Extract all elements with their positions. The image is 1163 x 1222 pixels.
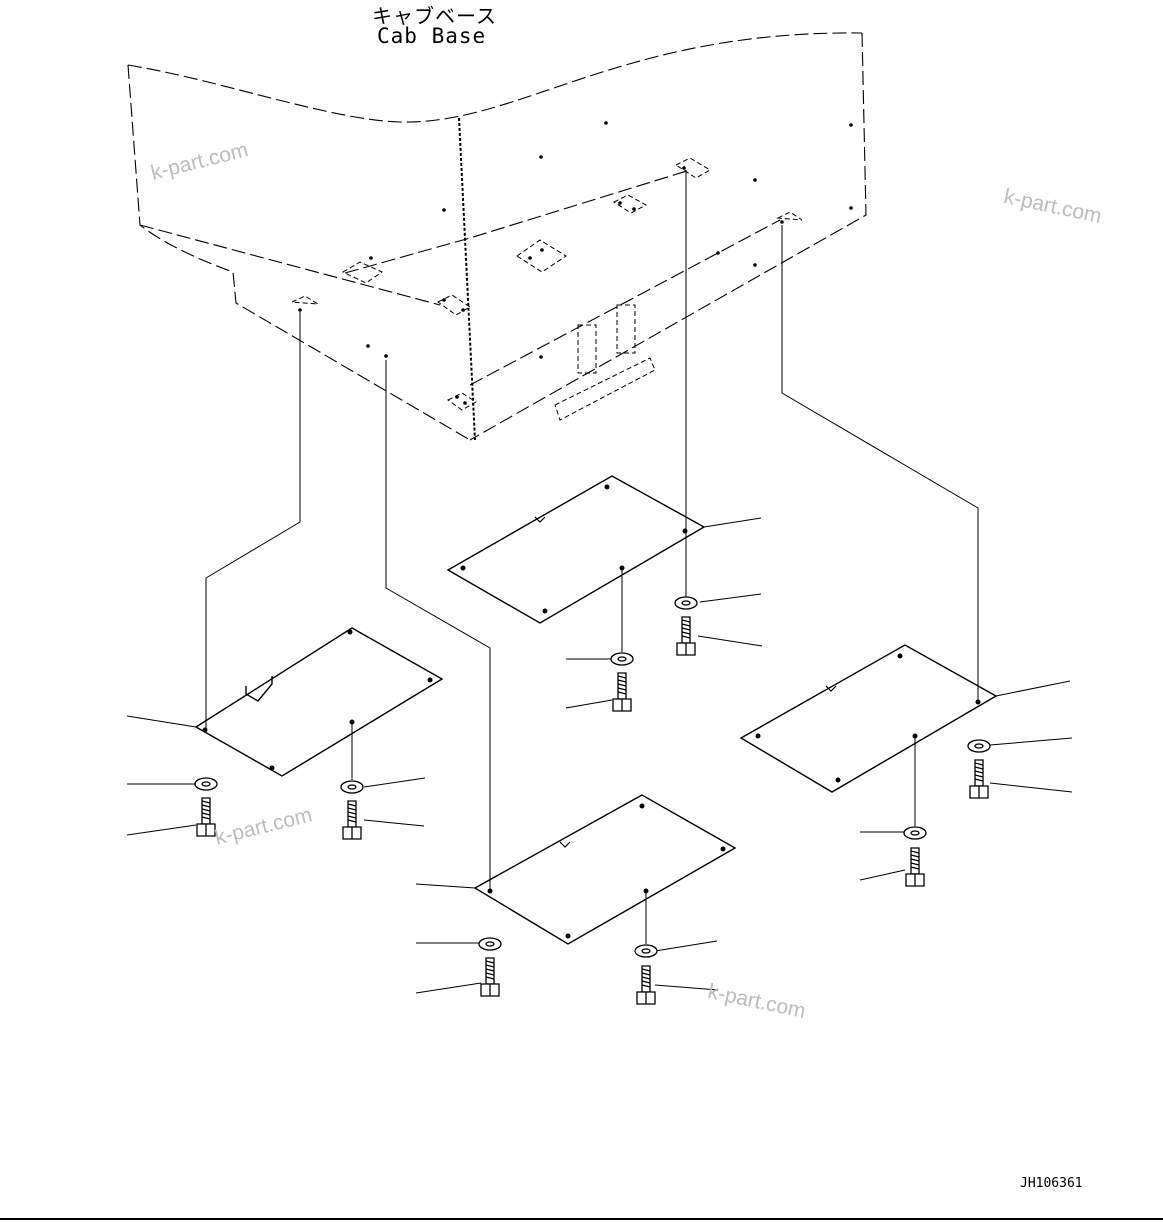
bolts <box>197 617 988 1004</box>
cab-base-right-edge <box>470 33 866 440</box>
assembly-lines <box>206 170 978 944</box>
cab-base-label-english: Cab Base <box>377 24 487 48</box>
cab-base-center-seam <box>459 118 475 440</box>
bolt <box>343 801 361 839</box>
floor-plate-right <box>741 645 996 792</box>
washer <box>195 778 217 790</box>
cab-base-inner-edge <box>140 225 440 305</box>
washer <box>479 938 501 950</box>
washer <box>904 827 926 839</box>
drawing-id: JH106361 <box>1020 1176 1083 1191</box>
bolt <box>613 673 631 711</box>
floor-plate-bottom-center <box>475 795 735 944</box>
bolt <box>637 966 655 1004</box>
bolt <box>677 617 695 655</box>
washer <box>611 653 633 665</box>
washer <box>968 740 990 752</box>
floor-plate-left <box>196 628 442 776</box>
cab-base-floor-line-2 <box>300 220 780 385</box>
cab-base-floor-line <box>345 170 690 273</box>
cab-base-holes <box>298 121 853 405</box>
callout-leaders <box>127 518 1072 993</box>
cab-base-body <box>128 33 866 440</box>
cab-base-left-edge <box>128 65 470 440</box>
washers <box>195 597 990 957</box>
washer <box>675 597 697 609</box>
bolt <box>970 760 988 798</box>
washer <box>341 781 363 793</box>
bolt <box>481 958 499 996</box>
cab-base-label-japanese: キャブベース <box>372 4 497 28</box>
bolt <box>197 798 215 836</box>
floor-plate-top-center <box>448 476 704 623</box>
cab-base-top-curve <box>128 33 862 122</box>
washer <box>635 945 657 957</box>
bolt <box>906 848 924 886</box>
